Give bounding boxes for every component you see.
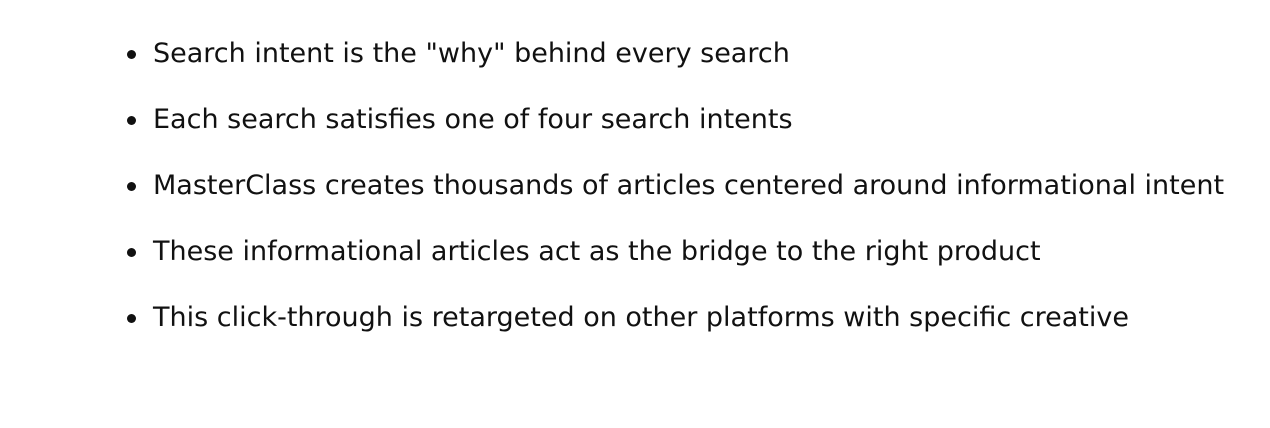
bullet-dot-icon — [127, 116, 136, 125]
list-item-text: MasterClass creates thousands of article… — [153, 170, 1225, 201]
bullet-list: Search intent is the "why" behind every … — [0, 26, 1270, 346]
bullet-dot-icon — [127, 50, 136, 59]
list-item: Each search satisfies one of four search… — [0, 92, 1270, 148]
bullet-dot-icon — [127, 314, 136, 323]
list-item-text: This click-through is retargeted on othe… — [153, 302, 1129, 333]
list-item-text: These informational articles act as the … — [153, 236, 1041, 267]
bullet-dot-icon — [127, 182, 136, 191]
list-item: These informational articles act as the … — [0, 224, 1270, 280]
bullet-dot-icon — [127, 248, 136, 257]
list-item-text: Each search satisfies one of four search… — [153, 104, 793, 135]
list-item: MasterClass creates thousands of article… — [0, 158, 1270, 214]
list-item-text: Search intent is the "why" behind every … — [153, 38, 790, 69]
list-item: Search intent is the "why" behind every … — [0, 26, 1270, 82]
list-item: This click-through is retargeted on othe… — [0, 290, 1270, 346]
